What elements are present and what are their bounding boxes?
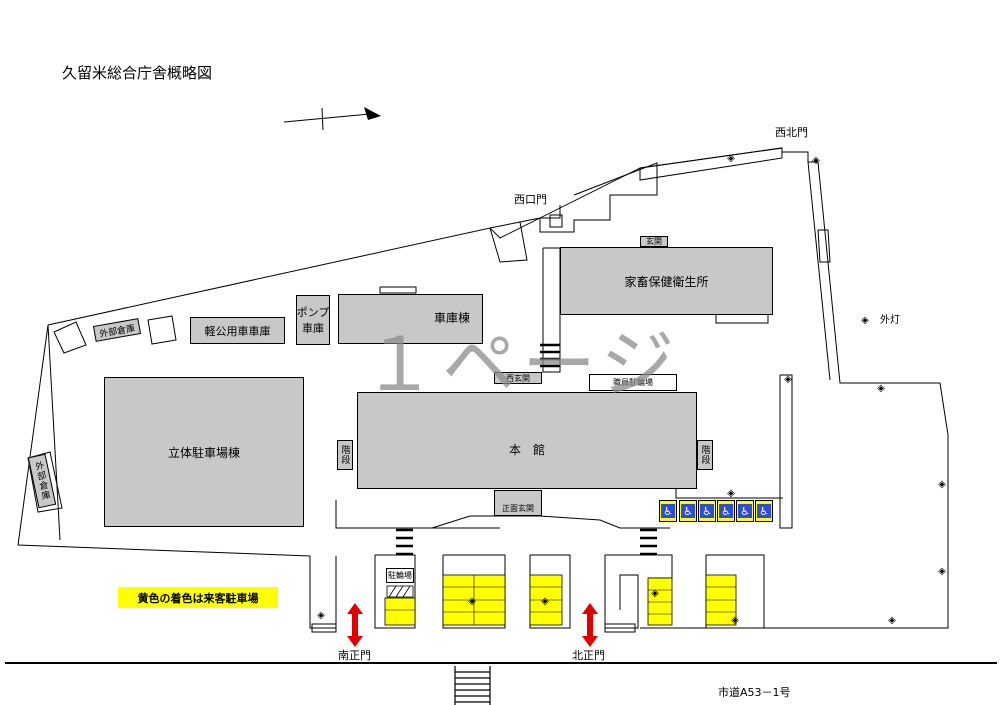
outdoor-lamp-icon: ◈	[651, 588, 659, 599]
building-shako-to-label: 車庫棟	[433, 311, 470, 325]
accessible-parking-space: ♿	[659, 500, 677, 522]
wheelchair-icon: ♿	[700, 504, 714, 518]
staff-bicycle-parking: 職員駐輪場	[589, 374, 677, 391]
accessible-parking-space: ♿	[717, 500, 735, 522]
gate-kita-sei-label: 北正門	[572, 649, 605, 662]
gate-minami-sei-label: 南正門	[338, 649, 371, 662]
stairs-left: 階段	[337, 440, 353, 470]
bicycle-parking: 駐輪場	[386, 568, 414, 583]
wheelchair-icon: ♿	[719, 504, 733, 518]
outdoor-lamp-icon: ◈	[784, 374, 792, 385]
accessible-parking-space: ♿	[736, 500, 754, 522]
page-watermark: １ページ	[362, 322, 681, 408]
outdoor-lamp-icon: ◈	[468, 596, 476, 607]
road-label: 市道A53－1号	[718, 686, 791, 699]
wheelchair-icon: ♿	[681, 504, 695, 518]
gate-nishiguchi-label: 西口門	[514, 193, 547, 206]
wheelchair-icon: ♿	[757, 504, 771, 518]
outdoor-lamp-icon: ◈	[877, 383, 885, 394]
outdoor-lamp-icon: ◈	[938, 566, 946, 577]
accessible-parking-space: ♿	[698, 500, 716, 522]
outdoor-lamp-icon: ◈	[731, 615, 739, 626]
site-boundary	[47, 147, 949, 629]
outdoor-lamp-icon: ◈	[541, 596, 549, 607]
outdoor-lamp-icon: ◈	[727, 488, 735, 499]
outdoor-lamp-icon: ◈	[938, 479, 946, 490]
wheelchair-icon: ♿	[738, 504, 752, 518]
outdoor-lamp-icon: ◈	[861, 315, 869, 326]
accessible-parking-space: ♿	[679, 500, 697, 522]
building-honkan: 本 館	[357, 392, 697, 489]
stairs-right: 階段	[697, 440, 713, 470]
building-kachiku-hoken: 家畜保健衛生所	[560, 247, 773, 315]
wheelchair-icon: ♿	[661, 504, 675, 518]
building-keikoyosha-shako: 軽公用車車庫	[190, 317, 285, 344]
entrance-shomen-genkan: 正面玄関	[494, 490, 542, 516]
outdoor-lamp-icon: ◈	[727, 153, 735, 164]
outdoor-lamp-icon: ◈	[317, 610, 325, 621]
building-pump-shako: ポンプ 車庫	[296, 295, 330, 345]
north-arrow-head	[364, 107, 381, 120]
north-arrow-icon	[283, 107, 371, 131]
outdoor-lamp-label: 外灯	[880, 315, 900, 326]
entrance-nishi-genkan: 西玄関	[494, 372, 542, 384]
map-title: 久留米総合庁舎概略図	[62, 64, 213, 82]
entrance-genkan: 玄関	[640, 236, 668, 247]
building-shako-to: 車庫棟	[338, 294, 483, 344]
outdoor-lamp-icon: ◈	[888, 615, 896, 626]
outdoor-lamp-icon: ◈	[812, 155, 820, 166]
gate-arrow-icon	[347, 603, 598, 647]
accessible-parking-space: ♿	[755, 500, 773, 522]
gate-seihoku-label: 西北門	[775, 126, 808, 139]
building-rittai-chushajo: 立体駐車場棟	[104, 377, 304, 527]
legend-visitor-parking: 黄色の着色は来客駐車場	[118, 587, 278, 608]
